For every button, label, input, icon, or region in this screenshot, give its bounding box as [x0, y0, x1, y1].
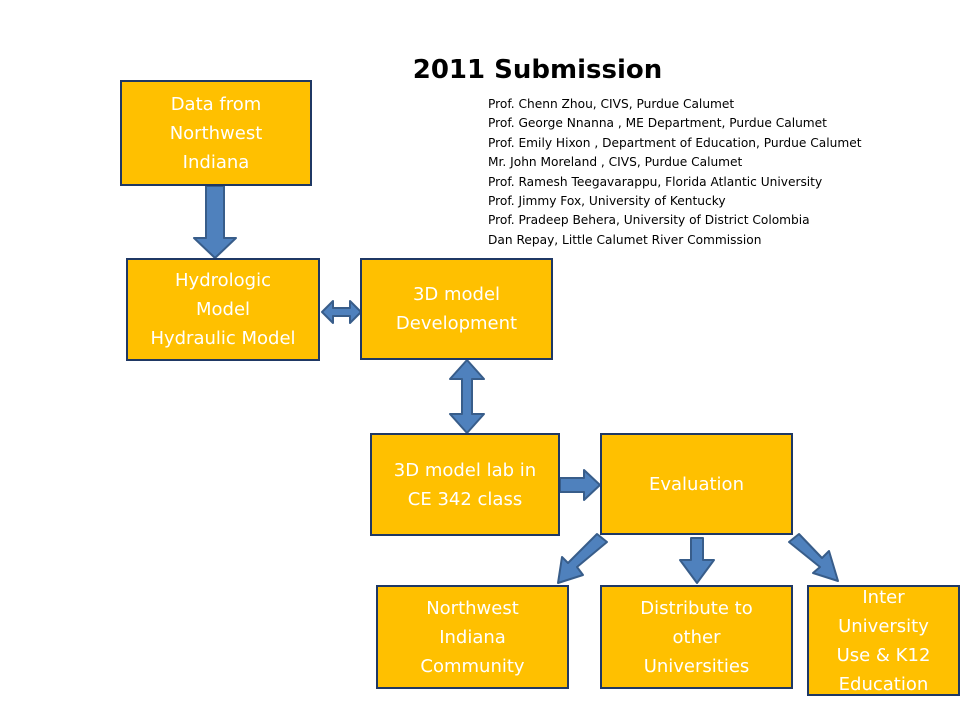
credit-line: Dan Repay, Little Calumet River Commissi… — [488, 232, 762, 247]
arrow-eval-to-universities — [679, 537, 715, 584]
diagram-title: 2011 Submission — [412, 55, 663, 85]
credit-line: Prof. Chenn Zhou, CIVS, Purdue Calumet — [488, 97, 735, 111]
credits-list: Prof. Chenn Zhou, CIVS, Purdue Calumet P… — [488, 95, 928, 250]
node-evaluation: Evaluation — [600, 433, 793, 535]
credit-line: Prof. Ramesh Teegavarappu, Florida Atlan… — [488, 174, 823, 189]
node-northwest-indiana-community: Northwest Indiana Community — [376, 585, 569, 689]
arrow-hydro-devel — [321, 300, 362, 324]
node-3d-model-lab: 3D model lab in CE 342 class — [370, 433, 560, 536]
arrow-devel-lab — [449, 359, 485, 434]
node-distribute-universities: Distribute to other Universities — [600, 585, 793, 689]
credit-line: Prof. George Nnanna , ME Department, Pur… — [488, 116, 827, 131]
credit-line: Mr. John Moreland , CIVS, Purdue Calumet — [488, 155, 743, 170]
node-data-source: Data from Northwest Indiana — [120, 80, 312, 186]
node-inter-university-k12: Inter University Use & K12 Education — [807, 585, 960, 696]
credit-line: Prof. Emily Hixon , Department of Educat… — [488, 135, 862, 150]
credit-line: Prof. Jimmy Fox, University of Kentucky — [488, 194, 726, 209]
node-hydrologic-model: Hydrologic Model Hydraulic Model — [126, 258, 320, 361]
arrow-eval-to-community — [557, 533, 608, 584]
arrow-lab-to-eval — [559, 469, 601, 501]
node-3d-model-development: 3D model Development — [360, 258, 553, 360]
arrow-data-to-hydro — [193, 185, 237, 259]
arrow-eval-to-inter — [788, 533, 839, 582]
credit-line: Prof. Pradeep Behera, University of Dist… — [488, 213, 810, 228]
